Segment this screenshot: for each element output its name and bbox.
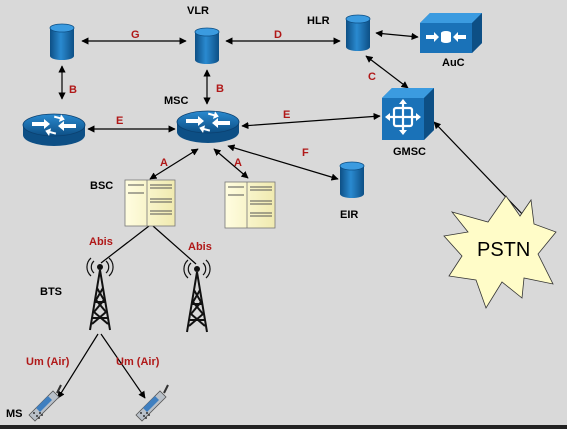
link-um-right [100,333,146,399]
ms-label: MS [6,408,23,420]
bts-tower-icon [85,257,115,331]
link-a-right [213,148,249,179]
router-left-icon [22,112,86,147]
link-b-left-label: B [69,84,77,96]
link-abis-left-label: Abis [89,236,113,248]
pstn-label: PSTN [477,239,530,261]
vlr-database-icon [194,27,220,65]
link-d-label: D [274,29,282,41]
link-um-left-label: Um (Air) [26,356,70,368]
link-um-left [57,333,99,399]
msc-label: MSC [164,95,189,107]
msc-router-icon [176,109,240,144]
link-e-right-label: E [283,109,290,121]
link-abis-right [152,225,197,265]
eir-label: EIR [340,209,358,221]
vlr-left-database-icon [49,23,75,61]
bsc-controller-right-icon [224,181,276,229]
link-e-left-label: E [116,115,123,127]
auc-server-icon [420,13,482,53]
link-g-label: G [131,29,140,41]
link-f [227,144,339,181]
link-a-left [149,148,199,180]
bottom-border [0,425,567,429]
link-abis-left [100,225,150,264]
link-hlr-auc [375,30,419,40]
connection-lines [57,30,528,399]
ms-mobile-phone-right-icon [135,384,169,422]
link-um-right-label: Um (Air) [116,356,160,368]
link-a-left-label: A [160,157,168,169]
hlr-label: HLR [307,15,330,27]
eir-database-icon [339,161,365,199]
pstn-cloud-icon [443,195,557,309]
link-e-right [241,112,381,130]
link-f-label: F [302,147,309,159]
link-gmsc-pstn [433,121,528,220]
auc-label: AuC [442,57,465,69]
bts-label: BTS [40,286,62,298]
gmsc-label: GMSC [393,146,426,158]
gmsc-switch-icon [382,88,434,140]
ms-mobile-phone-icon [28,384,62,422]
link-c-label: C [368,71,376,83]
bts-tower-right-icon [182,259,212,333]
bsc-controller-icon [124,179,176,227]
vlr-label: VLR [187,5,209,17]
link-c [365,55,409,89]
link-b-center-label: B [216,83,224,95]
link-a-right-label: A [234,157,242,169]
link-abis-right-label: Abis [188,241,212,253]
bsc-label: BSC [90,180,113,192]
hlr-database-icon [345,14,371,52]
